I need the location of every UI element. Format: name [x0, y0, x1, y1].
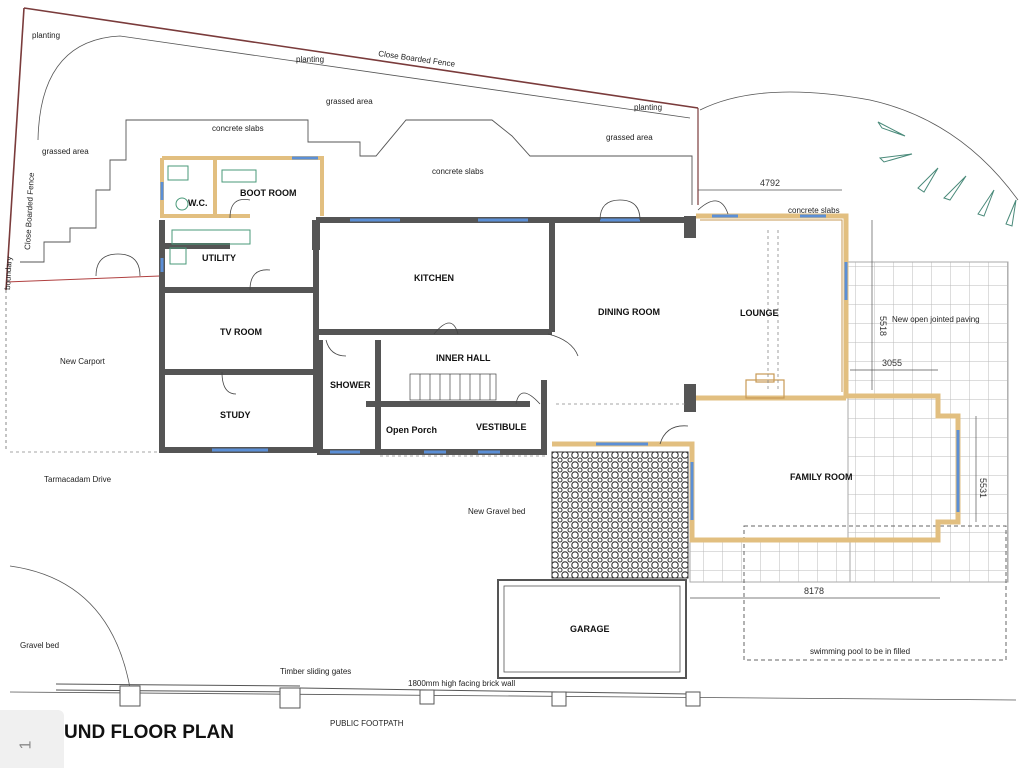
wc-fixtures [167, 165, 257, 265]
label-planting-2: planting [296, 55, 324, 64]
wall-columns [312, 216, 696, 412]
label-planting-1: planting [32, 31, 60, 40]
label-concrete-slabs-2: concrete slabs [432, 167, 484, 176]
room-label-boot-room: BOOT ROOM [240, 188, 297, 198]
room-label-family-room: FAMILY ROOM [790, 472, 853, 482]
page-tab-label: 1 [17, 740, 35, 750]
site-boundary [5, 7, 699, 452]
swimming-pool-outline [743, 525, 1007, 661]
label-grassed-area-2: grassed area [326, 97, 373, 106]
extension-walls-inner [700, 219, 843, 392]
label-swimming-pool: swimming pool to be in filled [810, 647, 910, 656]
dimension-3055: 3055 [882, 358, 902, 368]
room-label-dining-room: DINING ROOM [598, 307, 660, 317]
garage [497, 579, 687, 679]
dashed-lines [10, 230, 779, 457]
label-boundary: boundary [3, 256, 14, 290]
label-new-paving: New open jointed paving [892, 315, 980, 324]
room-label-shower: SHOWER [330, 380, 371, 390]
dimension-8178: 8178 [804, 586, 824, 596]
door-swings [95, 199, 729, 445]
boot-room-walls [160, 156, 324, 218]
label-new-gravel-bed: New Gravel bed [468, 507, 525, 516]
page-tab[interactable]: 1 [0, 710, 64, 768]
room-label-inner-hall: INNER HALL [436, 353, 491, 363]
plan-title: UND FLOOR PLAN [64, 722, 234, 743]
paving-area [689, 261, 1009, 583]
front-wall [9, 683, 1017, 709]
room-label-kitchen: KITCHEN [414, 273, 454, 283]
label-grassed-area-1: grassed area [42, 147, 89, 156]
planting-border [37, 35, 1019, 201]
label-gravel-bed: Gravel bed [20, 641, 59, 650]
label-timber-gates: Timber sliding gates [280, 667, 351, 676]
tree-marks [877, 121, 1017, 227]
label-fence-left: Close Boarded Fence [23, 172, 36, 250]
label-brick-wall: 1800mm high facing brick wall [408, 679, 515, 688]
room-label-lounge: LOUNGE [740, 308, 779, 318]
room-label-garage: GARAGE [570, 624, 610, 634]
label-planting-3: planting [634, 103, 662, 112]
label-tarmacadam-drive: Tarmacadam Drive [44, 475, 112, 484]
room-label-new-carport: New Carport [60, 357, 106, 366]
room-label-utility: UTILITY [202, 253, 236, 263]
dimension-5518: 5518 [878, 316, 888, 336]
staircase [409, 373, 497, 401]
windows [160, 156, 960, 520]
dimension-lines [690, 189, 977, 599]
room-label-vestibule: VESTIBULE [476, 422, 527, 432]
room-label-wc: W.C. [188, 198, 208, 208]
lounge-fireplace [745, 373, 785, 399]
label-concrete-slabs-1: concrete slabs [212, 124, 264, 133]
room-label-open-porch: Open Porch [386, 425, 437, 435]
label-public-footpath: PUBLIC FOOTPATH [330, 719, 404, 728]
room-label-study: STUDY [220, 410, 251, 420]
gravel-bed-hatch [551, 451, 689, 579]
room-label-tv-room: TV ROOM [220, 327, 262, 337]
dimension-5531: 5531 [978, 478, 988, 498]
dimension-4792: 4792 [760, 178, 780, 188]
gravel-bed-arc [9, 565, 131, 689]
label-concrete-slabs-3: concrete slabs [788, 206, 840, 215]
concrete-slab-outline [20, 119, 693, 263]
label-grassed-area-3: grassed area [606, 133, 653, 142]
